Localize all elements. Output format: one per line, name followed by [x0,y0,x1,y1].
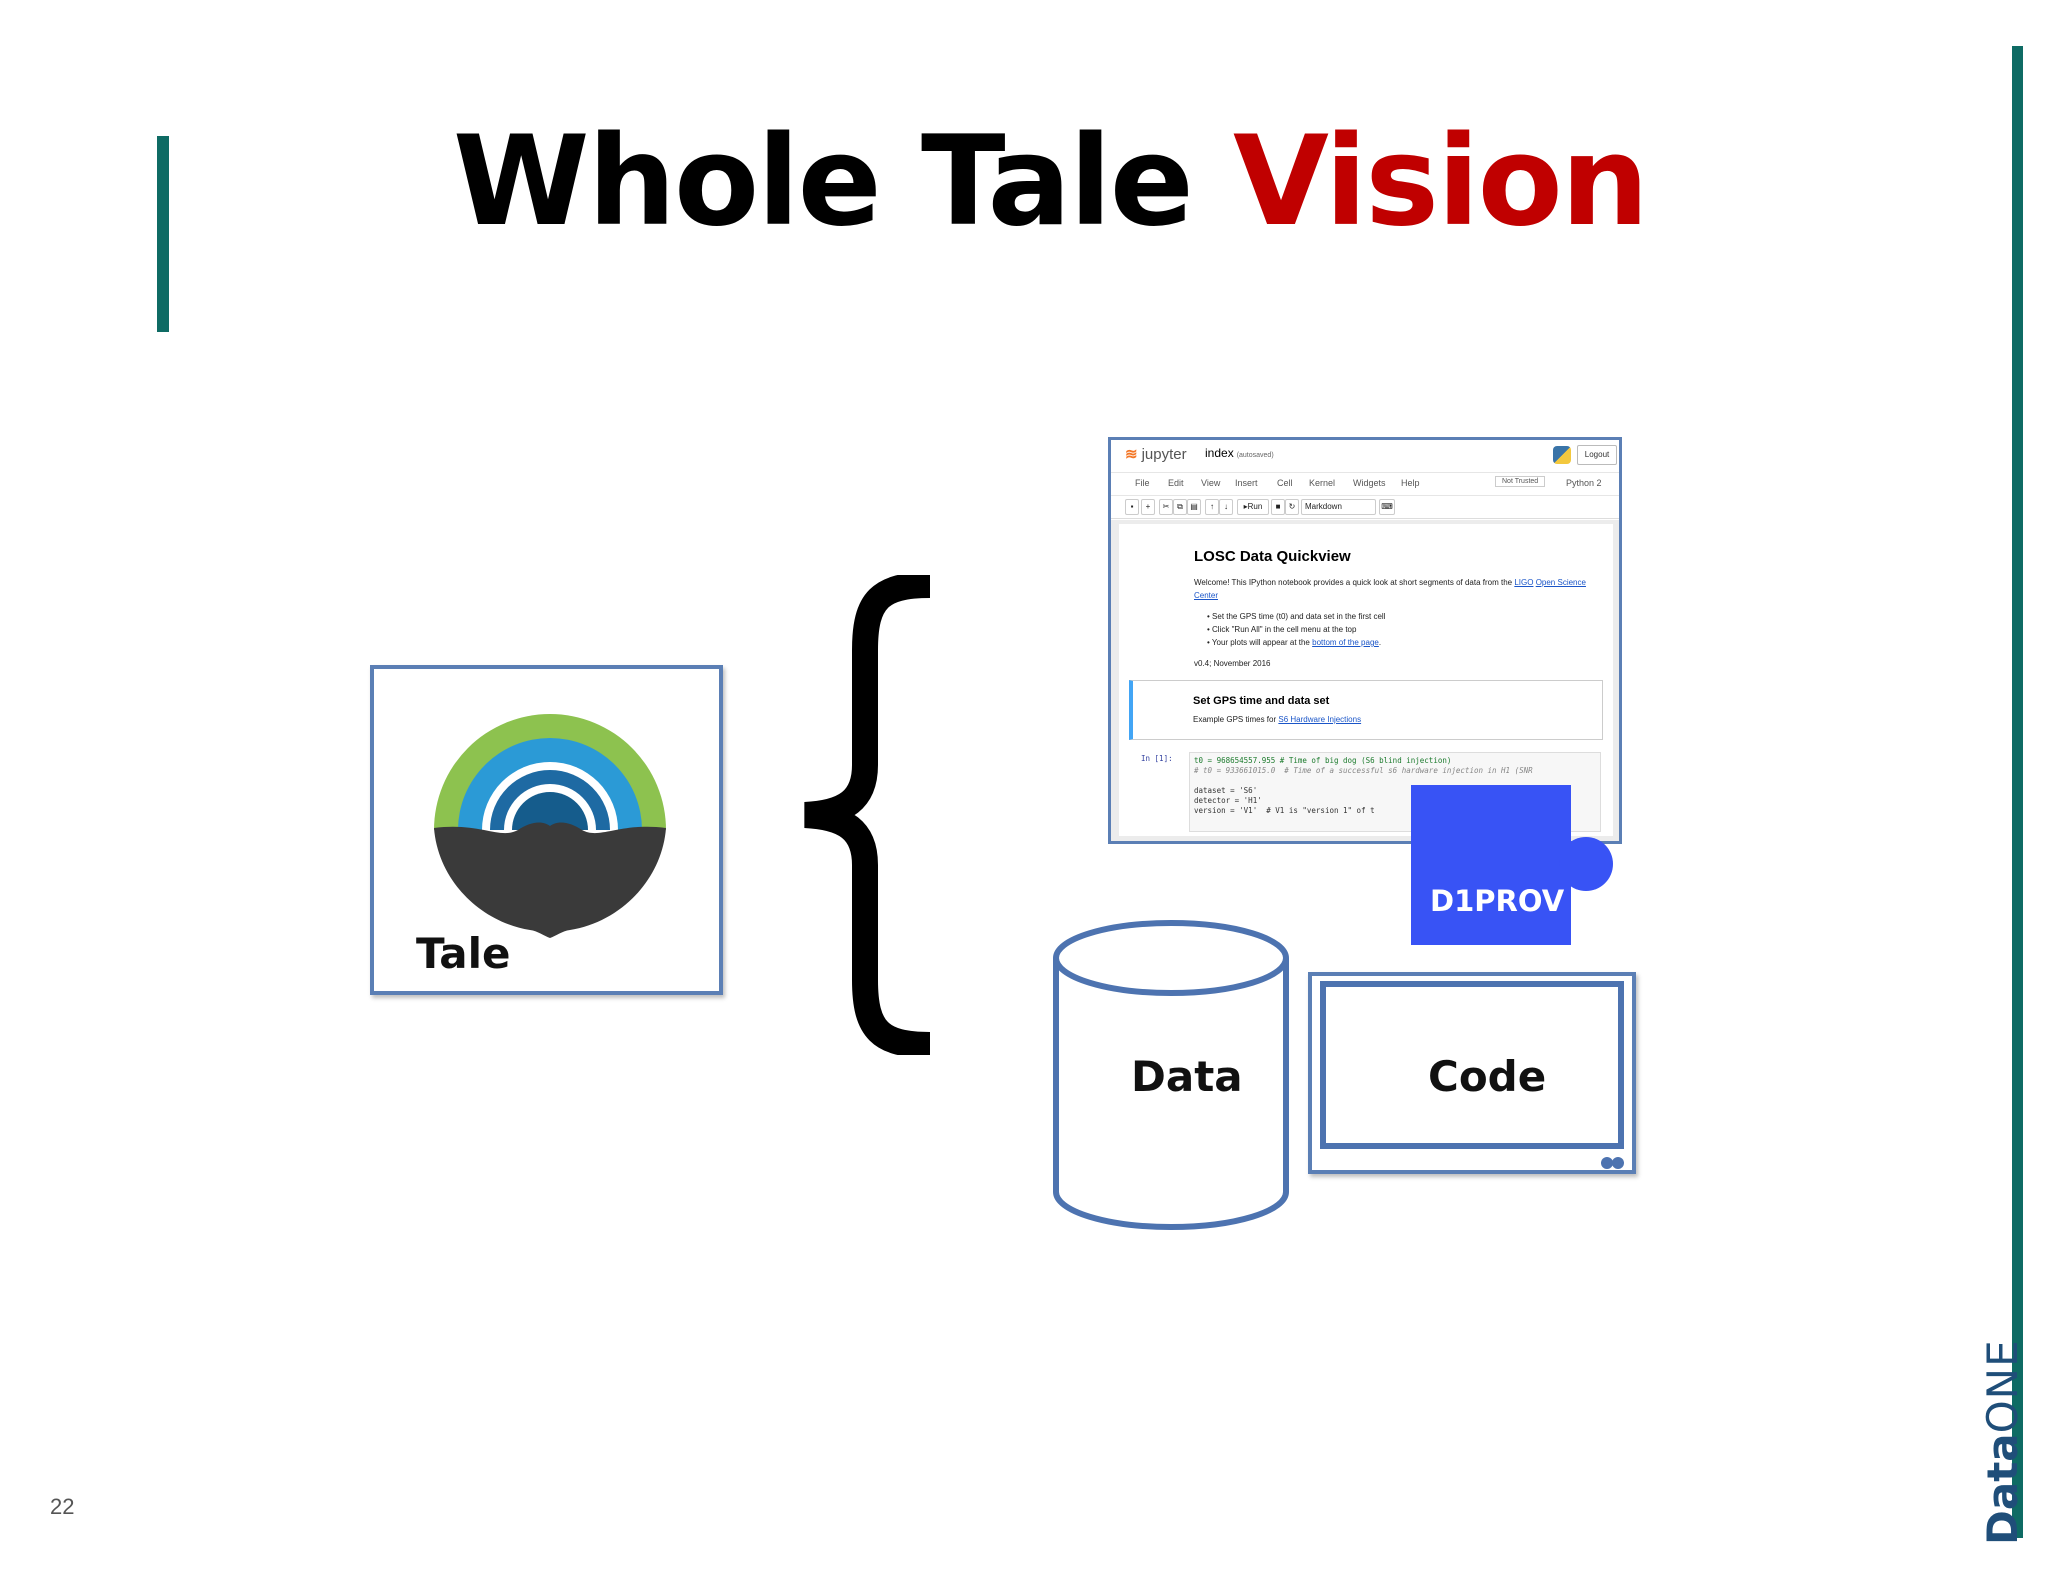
page-number: 22 [50,1494,75,1519]
keyboard-icon[interactable]: ⌨ [1379,499,1395,515]
bullet-item: • Click "Run All" in the cell menu at th… [1207,625,1357,634]
menu-cell[interactable]: Cell [1277,478,1293,488]
bullet-text: Your plots will appear at the [1211,638,1310,647]
section-paragraph: Example GPS times for S6 Hardware Inject… [1193,715,1361,724]
right-accent-bar [2012,46,2023,1538]
restart-icon[interactable]: ↻ [1285,499,1299,515]
jupyter-logo: ≋jupyter [1125,445,1187,463]
menu-edit[interactable]: Edit [1168,478,1184,488]
jupyter-toolbar: ▪ + ✂ ⧉ ▤ ↑ ↓ ▸Run ■ ↻ Markdown ⌨ [1111,496,1619,519]
version-text: v0.4; November 2016 [1194,659,1271,668]
code-line: version = 'V1' # V1 is "version 1" of t [1194,806,1375,815]
run-button[interactable]: ▸Run [1237,499,1269,515]
code-line: dataset = 'S6' [1194,786,1258,795]
s6-hardware-injections-link[interactable]: S6 Hardware Injections [1278,715,1362,724]
d1prov-puzzle-piece [1411,785,1571,945]
bullet-item: • Set the GPS time (t0) and data set in … [1207,612,1386,621]
title-main: Whole Tale [452,110,1194,254]
menu-help[interactable]: Help [1401,478,1420,488]
bullet-list: • Set the GPS time (t0) and data set in … [1207,610,1385,649]
copy-icon[interactable]: ⧉ [1173,499,1187,515]
monitor-button-icon [1612,1157,1624,1169]
dataone-logo-data: Data [1978,1433,2027,1545]
notebook-page: LOSC Data Quickview Welcome! This IPytho… [1119,524,1613,836]
code-monitor-screen [1320,981,1624,1149]
jupyter-header: ≋jupyter index(autosaved) Logout [1111,440,1619,473]
whole-tale-logo-icon [434,714,666,938]
jupyter-notebook-screenshot: ≋jupyter index(autosaved) Logout File Ed… [1108,437,1622,844]
dataone-logo: DataONE [1978,1339,2027,1545]
notebook-heading: LOSC Data Quickview [1194,548,1351,565]
section-text: Example GPS times for [1193,715,1277,724]
dataone-logo-one: ONE [1978,1339,2027,1434]
left-accent-bar [157,136,169,332]
code-line: # t0 = 933661015.0 # Time of a successfu… [1194,766,1533,775]
input-prompt: In [1]: [1141,754,1173,763]
menu-file[interactable]: File [1135,478,1150,488]
section-heading: Set GPS time and data set [1193,695,1330,707]
monitor-button-icon [1601,1157,1613,1169]
jupyter-logo-icon: ≋ [1125,446,1138,463]
tale-label: Tale [416,929,511,978]
save-icon[interactable]: ▪ [1125,499,1139,515]
autosave-status: (autosaved) [1236,452,1274,459]
bottom-of-page-link[interactable]: bottom of the page [1312,638,1379,647]
notebook-name-text: index [1205,446,1234,460]
database-cylinder-icon [1053,920,1289,1230]
cut-icon[interactable]: ✂ [1159,499,1173,515]
curly-brace-icon [804,575,931,1055]
add-cell-icon[interactable]: + [1141,499,1155,515]
python-icon [1553,446,1571,464]
bullet-text: Click "Run All" in the cell menu at the … [1212,625,1357,634]
selected-markdown-cell[interactable]: Set GPS time and data set Example GPS ti… [1129,680,1603,740]
intro-text: Welcome! This IPython notebook provides … [1194,578,1513,587]
cell-type-select[interactable]: Markdown [1301,499,1376,515]
code-line: t0 = 968654557.955 # Time of big dog (S6… [1194,756,1452,765]
trust-indicator[interactable]: Not Trusted [1495,476,1546,487]
data-label: Data [1131,1052,1243,1101]
notebook-name[interactable]: index(autosaved) [1205,446,1274,460]
ligo-link[interactable]: LIGO [1514,578,1534,587]
stop-icon[interactable]: ■ [1271,499,1285,515]
bullet-item: • Your plots will appear at the bottom o… [1207,638,1382,647]
move-down-icon[interactable]: ↓ [1219,499,1233,515]
menu-widgets[interactable]: Widgets [1353,478,1386,488]
kernel-indicator: Python 2 [1566,478,1602,488]
bullet-text: Set the GPS time (t0) and data set in th… [1212,612,1386,621]
logout-button[interactable]: Logout [1577,445,1617,465]
slide-title: Whole Tale Vision [0,110,2048,254]
code-label: Code [1428,1052,1547,1101]
jupyter-brand: jupyter [1141,446,1187,463]
title-accent: Vision [1233,110,1649,254]
puzzle-knob [1559,837,1613,891]
menu-view[interactable]: View [1201,478,1221,488]
move-up-icon[interactable]: ↑ [1205,499,1219,515]
intro-paragraph: Welcome! This IPython notebook provides … [1194,576,1604,602]
code-line: detector = 'H1' [1194,796,1262,805]
run-label: Run [1247,502,1263,511]
notebook-body: LOSC Data Quickview Welcome! This IPytho… [1111,520,1619,841]
menu-kernel[interactable]: Kernel [1309,478,1336,488]
menu-insert[interactable]: Insert [1235,478,1258,488]
open-science-center-link[interactable]: Open Science Center [1194,578,1586,600]
paste-icon[interactable]: ▤ [1187,499,1201,515]
jupyter-menubar: File Edit View Insert Cell Kernel Widget… [1111,473,1619,496]
d1prov-label: D1PROV [1430,884,1565,918]
